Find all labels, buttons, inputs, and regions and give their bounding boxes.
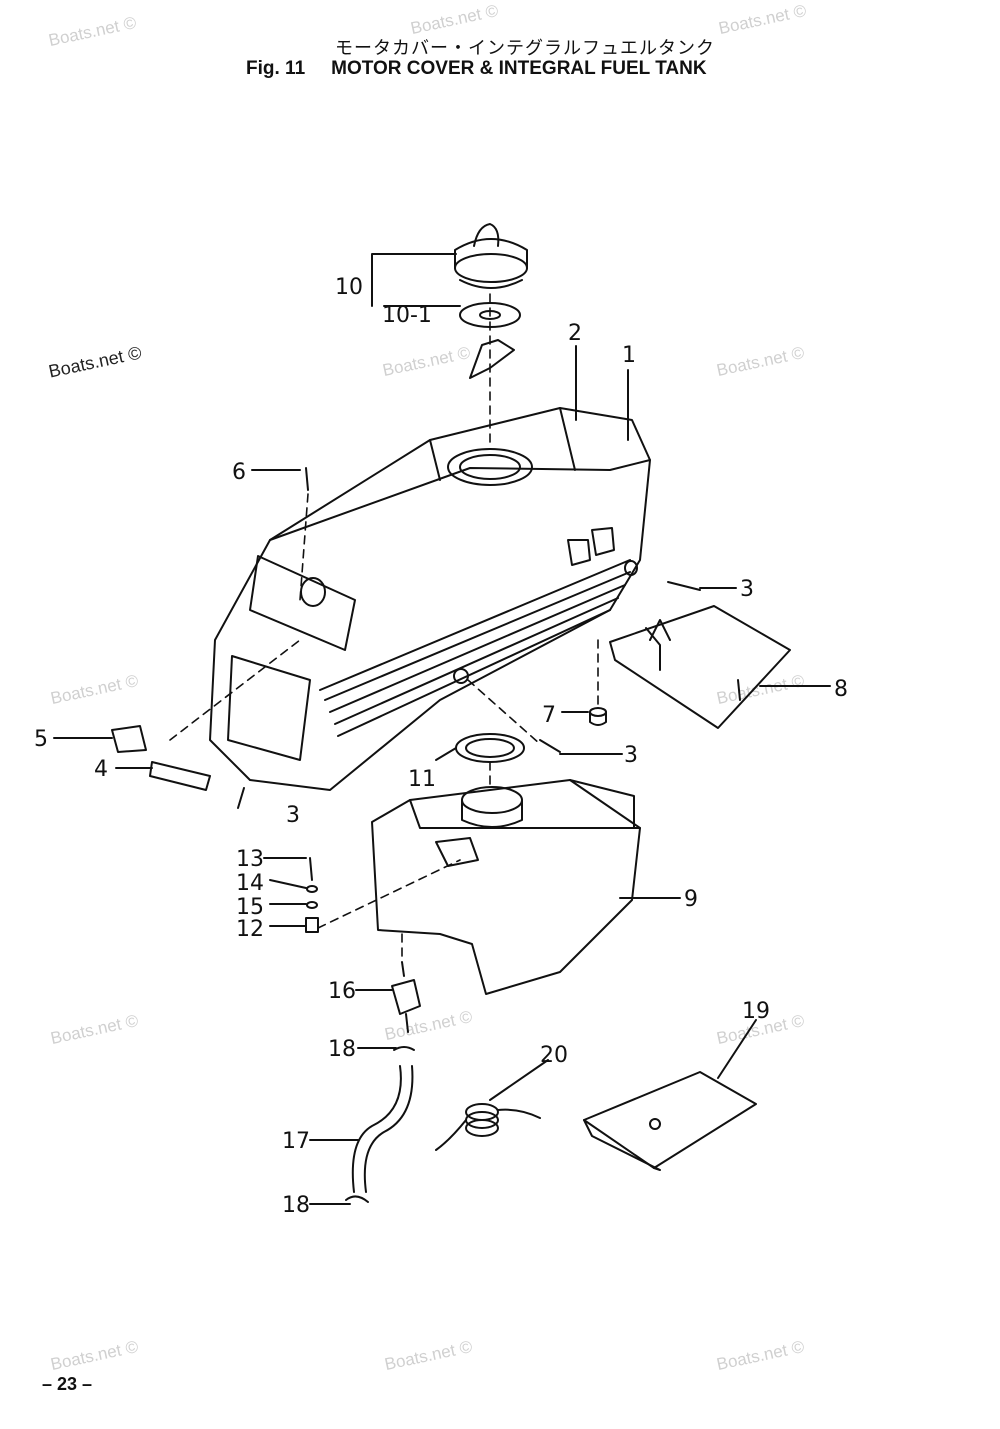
figure-title-japanese: モータカバー・インテグラルフュエルタンク — [335, 38, 715, 59]
hose-clip — [393, 1046, 415, 1051]
spring — [435, 1103, 541, 1151]
screw — [237, 787, 245, 809]
side-plate — [609, 605, 791, 729]
tool-pouch — [583, 1071, 757, 1171]
callout-12: 12 — [236, 917, 264, 942]
callout-13: 13 — [236, 847, 264, 872]
grommet — [589, 707, 607, 726]
seal-ring — [455, 733, 525, 763]
screw — [539, 739, 561, 753]
washer — [306, 901, 318, 909]
callout-4: 4 — [94, 757, 108, 782]
collar — [305, 917, 319, 933]
callout-20: 20 — [540, 1043, 568, 1068]
leader-line — [489, 1059, 549, 1101]
fuel-cap — [454, 223, 528, 289]
hose-clip — [345, 1195, 369, 1203]
leader-line — [371, 253, 461, 307]
fuel-cock — [391, 961, 421, 1033]
figure-title-english: MOTOR COVER & INTEGRAL FUEL TANK — [331, 58, 707, 79]
leader-line — [269, 879, 307, 889]
page-number: – 23 – — [42, 1374, 93, 1394]
callout-15: 15 — [236, 895, 264, 920]
figure-number: Fig. 11 — [246, 58, 306, 79]
motor-cover — [209, 407, 651, 791]
callout-7: 7 — [542, 703, 556, 728]
callout-17: 17 — [282, 1129, 310, 1154]
callout-10: 10 — [335, 275, 363, 300]
leader-line — [435, 747, 457, 761]
callout-1: 1 — [622, 343, 636, 368]
bolt — [309, 857, 313, 881]
callout-19: 19 — [742, 999, 770, 1024]
callout-3: 3 — [624, 743, 638, 768]
callout-8: 8 — [834, 677, 848, 702]
callout-5: 5 — [34, 727, 48, 752]
screw — [305, 467, 309, 491]
callout-18: 18 — [282, 1193, 310, 1218]
fuel-tank — [371, 779, 641, 995]
clip — [111, 725, 147, 753]
fuel-strainer — [469, 339, 515, 379]
callout-3: 3 — [740, 577, 754, 602]
callout-6: 6 — [232, 460, 246, 485]
fuel-hose-edge — [363, 1065, 414, 1193]
figure-title: Fig. 11 MOTOR COVER & INTEGRAL FUEL TANK — [246, 58, 707, 80]
screw — [667, 581, 701, 591]
leader-line — [717, 1019, 757, 1079]
fuel-hose — [351, 1065, 402, 1193]
callout-2: 2 — [568, 321, 582, 346]
callout-11: 11 — [408, 767, 436, 792]
callout-3: 3 — [286, 803, 300, 828]
callout-9: 9 — [684, 887, 698, 912]
callout-18: 18 — [328, 1037, 356, 1062]
assembly-lines — [169, 293, 599, 963]
bracket — [149, 761, 211, 791]
callout-10-1: 10-1 — [382, 303, 432, 328]
washer — [306, 885, 318, 893]
callout-16: 16 — [328, 979, 356, 1004]
callout-14: 14 — [236, 871, 264, 896]
